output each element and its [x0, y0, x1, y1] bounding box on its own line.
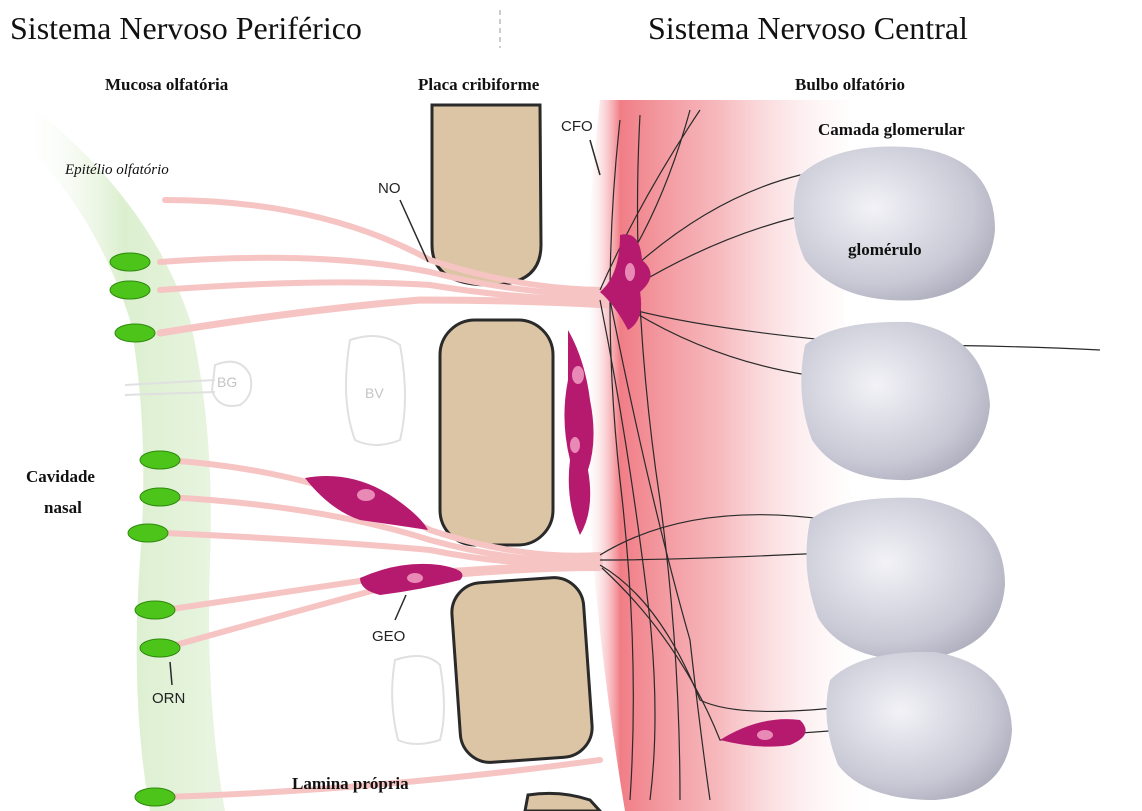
orn-cell — [140, 639, 180, 657]
orn-cell — [140, 451, 180, 469]
orn-cell — [110, 253, 150, 271]
bv-label: BV — [365, 385, 384, 401]
orn-cell — [135, 601, 175, 619]
cns-header: Sistema Nervoso Central — [648, 10, 968, 47]
bone-block — [440, 320, 553, 545]
bone-block — [525, 793, 600, 811]
cfo-label: CFO — [561, 118, 593, 135]
lamina-propria-label: Lamina própria — [292, 774, 409, 794]
bone-block — [450, 576, 594, 765]
orn-cell — [115, 324, 155, 342]
cavidade-nasal-label-line2: nasal — [44, 498, 82, 518]
camada-glomerular-label: Camada glomerular — [818, 120, 965, 140]
geo-label: GEO — [372, 628, 405, 645]
glomerulus — [806, 498, 1005, 660]
bulbo-region-label: Bulbo olfatório — [795, 75, 905, 95]
glomerulus — [826, 652, 1012, 800]
glomerulus — [801, 322, 990, 480]
cavidade-nasal-label-line1: Cavidade — [26, 467, 95, 487]
orn-cell — [128, 524, 168, 542]
orn-cell — [135, 788, 175, 806]
bone-block — [432, 105, 541, 285]
glomerulus — [794, 147, 995, 301]
bv-outline-lower — [392, 656, 444, 744]
olfactory-epithelium — [20, 105, 225, 811]
no-label: NO — [378, 180, 401, 197]
bg-label: BG — [217, 374, 237, 390]
orn-cell — [110, 281, 150, 299]
orn-label: ORN — [152, 690, 185, 707]
placa-region-label: Placa cribiforme — [418, 75, 539, 95]
mucosa-region-label: Mucosa olfatória — [105, 75, 228, 95]
glomerulo-label: glomérulo — [848, 240, 922, 260]
orn-cell — [140, 488, 180, 506]
epitelio-label: Epitélio olfatório — [65, 162, 169, 179]
pns-header: Sistema Nervoso Periférico — [10, 10, 362, 47]
